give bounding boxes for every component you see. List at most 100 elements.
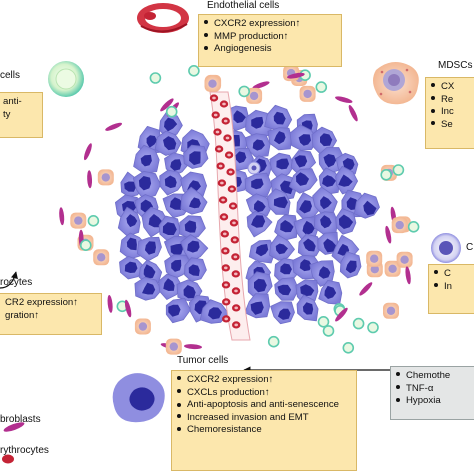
legend-erythrocyte-icon — [2, 454, 14, 464]
endothelial-cells-label: Endothelial cells — [207, 0, 280, 11]
mdsc-icon — [373, 62, 419, 105]
right-cell-effect-item: In — [433, 281, 474, 294]
tumor-cell-nucleus — [299, 200, 312, 214]
tumor-cell-nucleus — [162, 222, 177, 235]
tumor-cell-nucleus — [144, 241, 156, 255]
stimulus-item: Chemothe — [395, 370, 474, 383]
tumor-cell-nucleus — [143, 264, 156, 279]
tumor-cell-nucleus — [323, 154, 337, 168]
tumor-cell-nucleus — [320, 133, 333, 147]
stimulus-item: TNF-α — [395, 383, 474, 396]
tumor-cell-nucleus — [188, 264, 200, 276]
lymphocyte — [80, 239, 92, 251]
lymphocyte — [367, 321, 379, 334]
fibroblast — [124, 299, 132, 318]
monocyte-icon — [431, 233, 461, 263]
mdsc-effects-box: CX Re Inc Se — [425, 77, 474, 149]
lymphocyte-icon — [48, 61, 84, 97]
arrow-to-left-cell — [0, 271, 18, 289]
tumor-cell-nucleus — [302, 302, 314, 315]
fibroblast — [287, 72, 305, 79]
tumor-cell-nucleus — [252, 139, 265, 151]
tumor-cell-nucleus — [277, 284, 292, 296]
tumor-cell-nucleus — [170, 159, 182, 171]
tumor-cell-nucleus — [274, 131, 286, 145]
lymphocyte — [342, 341, 355, 354]
tumor-cell-nucleus — [235, 151, 247, 164]
tumor-cell-nucleus — [318, 266, 331, 279]
tumor-cell-nucleus — [322, 175, 336, 187]
tumor-cell-nucleus — [299, 259, 312, 272]
left-cell-effects-box: CR2 expression↑ gration↑ — [0, 293, 102, 335]
nk-effect-item: ty — [3, 108, 11, 120]
tumor-cell-nucleus — [183, 285, 196, 299]
tumor-cell-nucleus — [250, 301, 264, 315]
mdsc-effect-item: Inc — [430, 106, 474, 119]
lymphocyte — [87, 215, 100, 227]
mdsc-effect-item: CX — [430, 81, 474, 94]
stimulus-item: Hypoxia — [395, 395, 474, 408]
tumor-cell-nucleus — [140, 154, 152, 167]
tumor-cell-nucleus — [189, 197, 201, 209]
fibroblast — [83, 143, 92, 161]
left-cell-effect-item: CR2 expression↑ — [5, 297, 79, 308]
right-cell-effects-box: C In — [428, 264, 474, 314]
tumor-cell-nucleus — [320, 215, 332, 229]
tumor-effect-item: CXCLs production↑ — [176, 387, 351, 400]
fibroblast — [184, 344, 202, 350]
tumor-effect-item: Chemoresistance — [176, 424, 351, 437]
tumor-cell-nucleus — [273, 111, 286, 125]
tumor-cell-nucleus — [187, 240, 200, 253]
legend-erythrocytes-label: rythrocytes — [0, 445, 49, 456]
tumor-cell-nucleus — [126, 214, 138, 228]
left-cell-label: rocytes — [0, 277, 33, 288]
tumor-cell-nucleus — [233, 110, 246, 124]
fibroblast — [385, 225, 392, 244]
tumor-cell-nucleus — [171, 259, 182, 272]
fibroblast — [335, 96, 353, 103]
tumor-cell-nucleus — [124, 181, 137, 192]
fibroblast — [105, 122, 122, 131]
tumor-cell-nucleus — [142, 282, 156, 295]
tumor-cell-nucleus — [345, 260, 357, 274]
tumor-cell-nucleus — [126, 237, 137, 251]
tumor-cell-icon — [112, 373, 165, 423]
lymphocyte — [188, 65, 200, 77]
lymphocyte — [267, 335, 280, 348]
lymphocyte — [238, 85, 250, 98]
tumor-cell-nucleus — [280, 220, 294, 233]
fibroblast — [335, 307, 348, 322]
nk-effect-item: anti- — [3, 96, 22, 107]
tumor-cell-nucleus — [254, 278, 267, 293]
lymphocyte — [392, 164, 405, 176]
fibroblast — [252, 81, 270, 89]
tumor-cell-nucleus — [208, 307, 222, 320]
tumor-cell-nucleus — [184, 220, 197, 233]
tumor-cell-nucleus — [298, 134, 311, 146]
tumor-effects-box: CXCR2 expression↑ CXCLs production↑ Anti… — [171, 370, 357, 471]
fibroblast — [405, 266, 411, 285]
lymphocyte — [149, 72, 162, 84]
tumor-mass — [2, 65, 420, 464]
tumor-cell-nucleus — [148, 214, 163, 228]
tumor-cell-nucleus — [163, 136, 177, 151]
endothelial-effect-item: Angiogenesis — [203, 43, 336, 56]
tumor-cell-nucleus — [189, 151, 201, 166]
tumor-cell-nucleus — [164, 175, 177, 189]
mdsc-label: MDSCs — [438, 60, 473, 71]
fibroblast — [107, 294, 113, 313]
tumor-cell-nucleus — [124, 261, 138, 273]
tumor-cell-nucleus — [138, 176, 152, 191]
tumor-cell-nucleus — [280, 263, 292, 275]
tumor-cell-nucleus — [277, 308, 291, 320]
tumor-cell-nucleus — [169, 197, 184, 210]
fibroblast — [359, 282, 373, 296]
endothelial-effects-box: CXCR2 expression↑ MMP production↑ Angiog… — [198, 14, 342, 67]
tumor-effect-item: Anti-apoptosis and anti-senescence — [176, 399, 351, 412]
tumor-cell-nucleus — [253, 200, 266, 213]
tumor-cell-nucleus — [163, 278, 175, 291]
tumor-cell-nucleus — [276, 158, 290, 170]
right-cell-label: C — [466, 242, 474, 253]
lymphocyte — [165, 105, 178, 118]
tumor-cell-nucleus — [164, 117, 178, 132]
